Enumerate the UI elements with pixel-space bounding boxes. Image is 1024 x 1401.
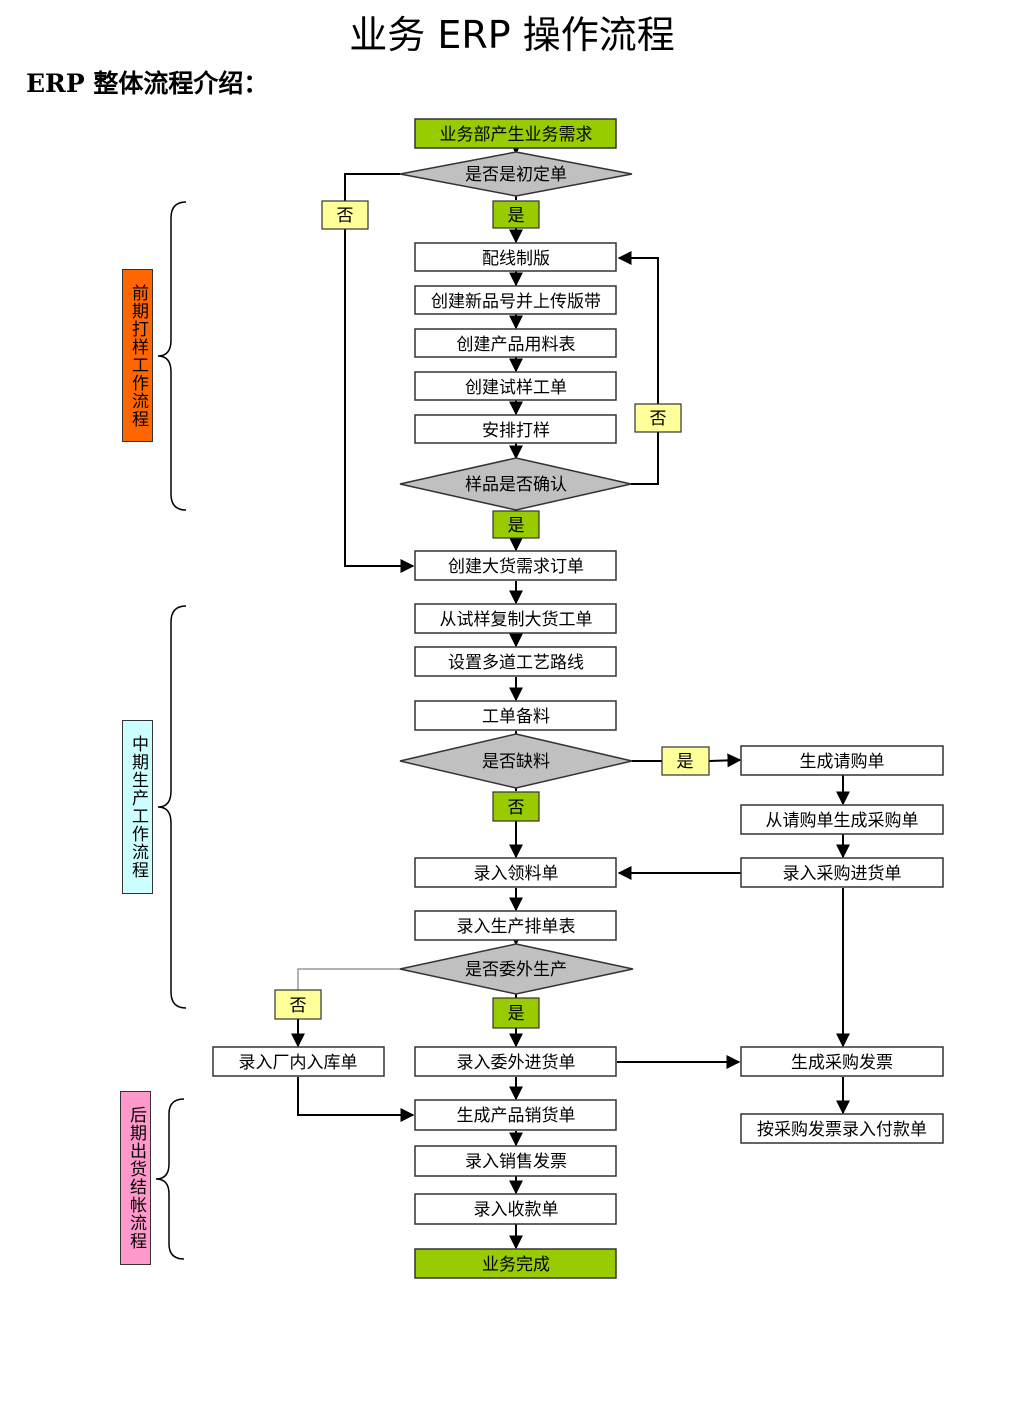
decision-confirm (399, 457, 632, 511)
decision-confirm-label: 样品是否确认 (465, 475, 567, 495)
box-bom-label: 创建产品用料表 (457, 335, 576, 355)
box-wiring (414, 242, 617, 272)
decision-initial-label: 是否是初定单 (465, 165, 567, 185)
tag-no (634, 403, 682, 433)
box-sales-delivery-label: 生成产品销货单 (457, 1106, 576, 1126)
box-sales-invoice-label: 录入销售发票 (465, 1152, 567, 1172)
box-prep (414, 700, 617, 731)
tag-no (492, 791, 540, 822)
stage-braces (155, 201, 187, 1260)
brace-late (155, 1098, 185, 1260)
box-routing-label: 设置多道工艺路线 (448, 653, 584, 673)
tag-yes-label: 是 (508, 516, 525, 536)
stage-late: 后期出货结帐流程 (120, 1091, 151, 1265)
tag-yes (492, 997, 540, 1029)
box-purchase-invoice (740, 1046, 944, 1077)
box-po-receipt-label: 录入采购进货单 (783, 864, 902, 884)
stage-early-label: 前期打样工作流程 (128, 283, 148, 428)
box-in-stock-label: 录入厂内入库单 (239, 1053, 358, 1073)
decision-outsource-label: 是否委外生产 (465, 960, 567, 980)
box-sales-invoice (414, 1145, 617, 1177)
decision-initial (399, 151, 633, 197)
process-boxes: 配线制版 创建新品号并上传版带 创建产品用料表 创建试样工单 安排打样 创建大货… (212, 242, 944, 1225)
stage-mid: 中期生产工作流程 (122, 720, 153, 894)
tag-no (321, 200, 369, 230)
connectors (291, 140, 850, 1250)
box-po-receipt (740, 857, 944, 888)
box-po (740, 804, 944, 835)
connector (617, 251, 659, 485)
box-po-label: 从请购单生成采购单 (766, 811, 919, 831)
decision-shortage (399, 733, 633, 789)
box-sample-wo (414, 371, 617, 401)
tag-yes (492, 200, 540, 229)
box-arrange-label: 安排打样 (482, 421, 550, 441)
box-wiring-label: 配线制版 (482, 249, 550, 269)
brace-early (157, 201, 187, 511)
box-payment-label: 按采购发票录入付款单 (757, 1120, 927, 1140)
box-arrange (414, 414, 617, 444)
box-sample-wo-label: 创建试样工单 (465, 378, 567, 398)
box-bulk-order-label: 创建大货需求订单 (448, 557, 584, 577)
box-start-label: 业务部产生业务需求 (440, 125, 593, 145)
box-done-label: 业务完成 (482, 1255, 550, 1275)
decision-nodes: 是否是初定单 样品是否确认 是否缺料 是否委外生产 (399, 151, 634, 995)
box-issue (414, 857, 617, 888)
tag-no (274, 989, 322, 1020)
tag-no-label: 否 (290, 996, 307, 1016)
tag-yes-label: 是 (508, 1004, 525, 1024)
box-copy-wo-label: 从试样复制大货工单 (440, 610, 593, 630)
page-subtitle: ERP 整体流程介绍： (26, 69, 269, 98)
box-sales-delivery (414, 1099, 617, 1131)
tag-yes (492, 510, 540, 539)
tag-no-label: 否 (650, 409, 667, 429)
branch-tags: 是 否 否 是 是 否 否 是 (274, 200, 710, 1029)
stage-early: 前期打样工作流程 (122, 269, 153, 442)
stage-late-label: 后期出货结帐流程 (126, 1106, 146, 1250)
tag-no-label: 否 (508, 798, 525, 818)
box-purchase-invoice-label: 生成采购发票 (791, 1053, 893, 1073)
box-in-stock (212, 1046, 385, 1077)
box-schedule (414, 910, 617, 941)
connector (297, 968, 400, 990)
stage-mid-label: 中期生产工作流程 (128, 735, 148, 879)
box-done (414, 1248, 617, 1279)
box-prep-label: 工单备料 (482, 707, 550, 727)
decision-shortage-label: 是否缺料 (482, 752, 550, 772)
tag-yes (661, 746, 710, 776)
box-receipt-label: 录入收款单 (474, 1200, 559, 1220)
connector (297, 1077, 415, 1122)
box-payment (740, 1113, 944, 1144)
decision-outsource (399, 943, 634, 995)
page-title: 业务 ERP 操作流程 (349, 13, 675, 57)
box-issue-label: 录入领料单 (474, 864, 559, 884)
box-out-receipt-label: 录入委外进货单 (457, 1053, 576, 1073)
tag-yes-label: 是 (508, 206, 525, 226)
box-bulk-order (414, 550, 617, 581)
tag-no-label: 否 (337, 206, 354, 226)
box-bom (414, 328, 617, 358)
box-start (414, 118, 617, 149)
box-routing (414, 646, 617, 677)
box-copy-wo (414, 603, 617, 634)
connector (708, 753, 742, 768)
box-receipt (414, 1193, 617, 1225)
connector (344, 173, 415, 573)
box-new-item (414, 285, 617, 315)
terminal-boxes: 业务部产生业务需求 业务完成 (414, 118, 617, 1279)
brace-mid (157, 605, 187, 1009)
box-req (740, 745, 944, 776)
tag-yes-label: 是 (677, 752, 694, 772)
box-new-item-label: 创建新品号并上传版带 (431, 292, 601, 312)
box-out-receipt (414, 1046, 617, 1077)
box-req-label: 生成请购单 (800, 752, 885, 772)
box-schedule-label: 录入生产排单表 (457, 917, 576, 937)
